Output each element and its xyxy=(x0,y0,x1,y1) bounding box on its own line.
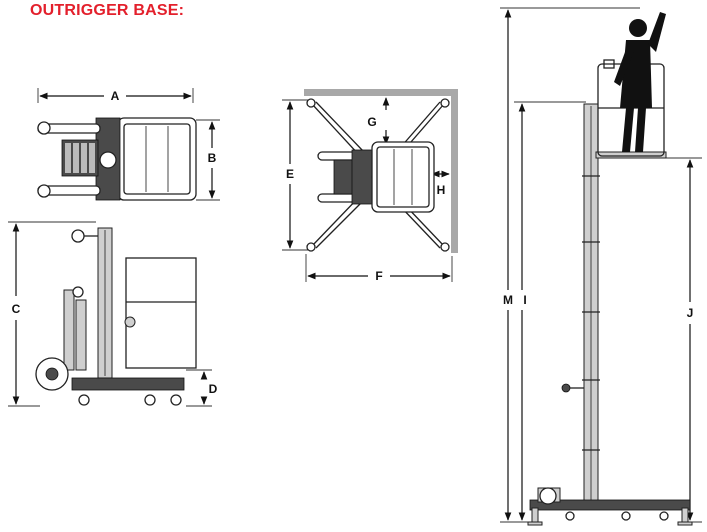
label-d: D xyxy=(209,382,218,396)
label-j: J xyxy=(687,306,694,320)
outrigger-footprint-view: E F G H xyxy=(282,89,458,283)
outrigger-leg-left xyxy=(63,289,75,371)
platform-side xyxy=(125,257,197,369)
gate-latch xyxy=(124,316,136,328)
outrigger-pad-se xyxy=(440,242,450,252)
caster-right xyxy=(170,394,182,406)
platform-floor-raised xyxy=(595,151,667,159)
outrigger-leg-right xyxy=(75,299,87,371)
mast-handle-knob xyxy=(71,229,85,243)
wall-top xyxy=(304,89,458,96)
label-m: M xyxy=(503,293,513,307)
rail-upper xyxy=(317,151,357,161)
person-silhouette-icon xyxy=(614,12,666,152)
outrigger-legs-raised xyxy=(527,507,693,526)
raised-side-view: M I J xyxy=(500,7,702,526)
caster-b xyxy=(621,511,631,521)
caster-c xyxy=(659,511,669,521)
platform-floor-top xyxy=(123,123,191,195)
caster-mid xyxy=(144,394,156,406)
base-raised xyxy=(529,499,691,511)
label-i: I xyxy=(523,293,526,307)
chassis-frame xyxy=(351,149,373,205)
label-g: G xyxy=(367,115,376,129)
platform-rail-top xyxy=(117,117,197,201)
mast-control-knob xyxy=(561,383,571,393)
mast-section-joints xyxy=(582,175,600,451)
base-side xyxy=(71,377,185,391)
outrigger-arm-nw-edge xyxy=(315,101,365,153)
label-f: F xyxy=(375,269,382,283)
label-b: B xyxy=(208,151,217,165)
outrigger-pad-nw xyxy=(306,98,316,108)
outrigger-arm-nw xyxy=(311,103,361,157)
label-c: C xyxy=(12,302,21,316)
top-view-folded: A B xyxy=(37,88,220,201)
label-e: E xyxy=(286,167,294,181)
rail-top-cap xyxy=(603,59,615,69)
caster-a xyxy=(565,511,575,521)
drive-wheel-raised xyxy=(539,487,557,505)
drive-wheel-hub xyxy=(45,367,59,381)
outrigger-pad-sw xyxy=(306,242,316,252)
outrigger-arm-sw-edge xyxy=(315,199,365,249)
label-a: A xyxy=(111,89,120,103)
outrigger-knob xyxy=(72,286,84,298)
section-title: OUTRIGGER BASE: xyxy=(30,2,185,19)
mast-top xyxy=(99,151,117,169)
outrigger-pad-lower xyxy=(37,184,51,198)
caster-left xyxy=(78,394,90,406)
outrigger-pad-upper xyxy=(37,121,51,135)
outrigger-pad-ne xyxy=(440,98,450,108)
outrigger-arm-se-edge xyxy=(399,205,441,249)
side-view-folded: C D xyxy=(8,221,218,407)
rail-lower xyxy=(317,193,357,203)
wall-right xyxy=(451,89,458,253)
outrigger-arm-ne-edge xyxy=(399,101,441,149)
battery-cells xyxy=(65,143,95,173)
label-h: H xyxy=(437,183,446,197)
platform-footprint-floor xyxy=(376,146,430,208)
platform-footprint xyxy=(371,141,435,213)
